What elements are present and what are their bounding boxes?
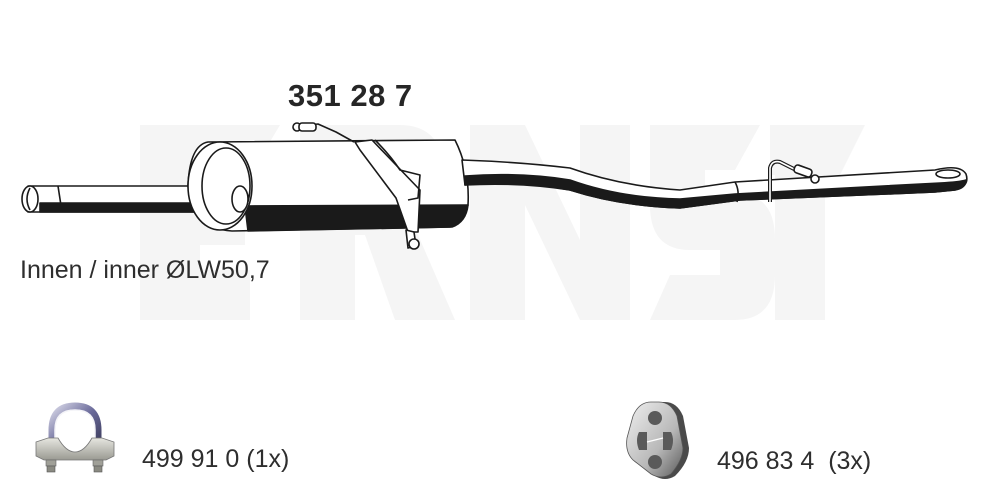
rubber-mount-icon: [626, 401, 689, 479]
accessory-rubber-hanger: 496 83 4 (3x): [625, 398, 871, 482]
inner-diameter-label: Innen / inner ØLW50,7: [20, 256, 270, 284]
u-bolt-clamp-icon: [35, 402, 115, 473]
accessory-clamp-label: 499 91 0 (1x): [142, 445, 290, 473]
accessory-hanger-label: 496 83 4 (3x): [717, 447, 872, 475]
accessory-clamp: 499 91 0 (1x): [30, 400, 289, 480]
part-number: 351 28 7: [288, 78, 413, 113]
